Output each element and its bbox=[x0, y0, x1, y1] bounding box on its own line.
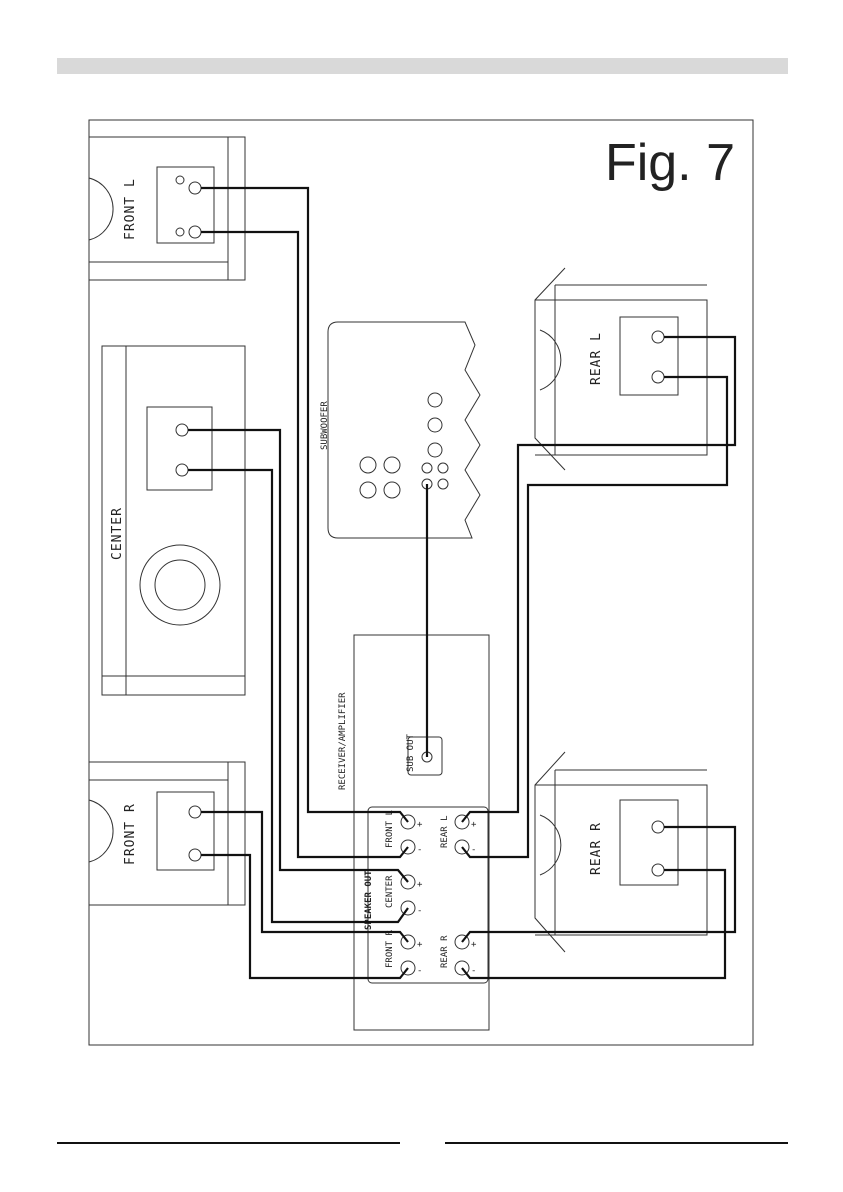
sub-out-label: SUB OUT bbox=[406, 733, 416, 772]
figure-frame bbox=[88, 119, 754, 1046]
footer-line-right bbox=[445, 1142, 788, 1144]
speaker-terminal-plus bbox=[400, 814, 416, 830]
label-front-l: FRONT L bbox=[123, 178, 138, 240]
terminal-sign-minus: - bbox=[471, 845, 476, 855]
label-subwoofer: SUBWOOFER bbox=[320, 401, 330, 450]
speaker-terminal-plus bbox=[400, 934, 416, 950]
wire-rear-l-plus bbox=[461, 335, 737, 823]
terminal-label-front-l: FRONT L bbox=[385, 810, 395, 848]
terminal-sign-minus: - bbox=[417, 966, 422, 976]
wire-rear-r-minus bbox=[461, 868, 727, 980]
footer-line-left bbox=[57, 1142, 400, 1144]
terminal-sign-plus: + bbox=[417, 880, 423, 890]
speaker-rear-l: REAR L bbox=[534, 267, 708, 471]
speaker-terminal-plus bbox=[454, 814, 470, 830]
speaker-center: CENTER bbox=[101, 345, 246, 696]
speaker-out-label: SPEAKER OUT bbox=[364, 870, 374, 930]
terminal-sign-plus: + bbox=[471, 940, 477, 950]
speaker-terminal-plus bbox=[400, 874, 416, 890]
wire-front-l-plus bbox=[201, 186, 409, 823]
receiver-amplifier: RECEIVER/AMPLIFIER SUB OUT SPEAKER OUT F… bbox=[338, 634, 490, 1031]
wire-center-plus bbox=[188, 428, 409, 883]
wire-front-l-minus bbox=[201, 230, 409, 859]
wire-rear-l-minus bbox=[461, 375, 729, 859]
wire-front-r-plus bbox=[201, 810, 409, 943]
speaker-terminal-minus bbox=[400, 900, 416, 916]
speaker-terminal-plus bbox=[454, 934, 470, 950]
terminal-label-center: CENTER bbox=[385, 875, 395, 908]
terminal-sign-plus: + bbox=[471, 820, 477, 830]
sub-out-box bbox=[407, 736, 443, 776]
wire-front-r-minus bbox=[201, 853, 409, 980]
speaker-terminal-minus bbox=[400, 960, 416, 976]
label-front-r: FRONT R bbox=[123, 803, 138, 865]
terminal-sign-minus: - bbox=[471, 966, 476, 976]
speaker-rear-r: REAR R bbox=[534, 751, 708, 953]
header-bar bbox=[57, 58, 788, 74]
wire-rear-r-plus bbox=[461, 825, 737, 943]
wires bbox=[188, 186, 737, 980]
terminal-sign-plus: + bbox=[417, 940, 423, 950]
terminal-label-rear-r: REAR R bbox=[440, 935, 450, 968]
speaker-terminal-minus bbox=[400, 839, 416, 855]
speaker-terminal-minus bbox=[454, 839, 470, 855]
terminal-sign-minus: - bbox=[417, 845, 422, 855]
terminal-label-front-r: FRONT R bbox=[385, 929, 395, 968]
speaker-front-l: FRONT L bbox=[88, 136, 246, 281]
terminal-sign-plus: + bbox=[417, 820, 423, 830]
label-center: CENTER bbox=[110, 507, 125, 560]
subwoofer-panel: SUBWOOFER bbox=[320, 321, 481, 539]
wire-center-minus bbox=[188, 468, 409, 924]
label-rear-r: REAR R bbox=[589, 822, 604, 875]
speaker-out-box bbox=[367, 806, 489, 984]
receiver-title: RECEIVER/AMPLIFIER bbox=[338, 692, 348, 790]
terminal-label-rear-l: REAR L bbox=[440, 815, 450, 848]
speaker-terminal-minus bbox=[454, 960, 470, 976]
speaker-front-r: FRONT R bbox=[88, 761, 246, 906]
figure-title: Fig. 7 bbox=[605, 134, 735, 192]
label-rear-l: REAR L bbox=[589, 332, 604, 385]
terminal-sign-minus: - bbox=[417, 906, 422, 916]
